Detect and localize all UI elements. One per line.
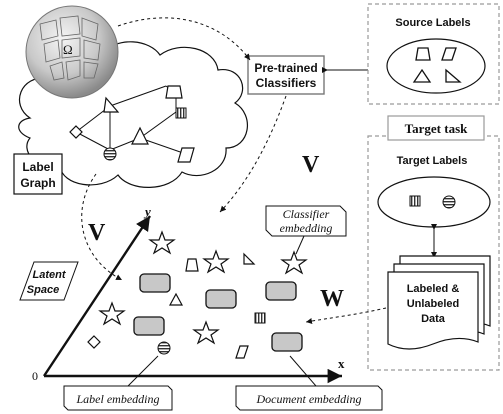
document-embedding-4 — [133, 316, 165, 336]
graph-node-triangle — [103, 96, 120, 113]
pretrained-classifiers-box: Pre-trained Classifiers — [247, 55, 325, 95]
star-embedding-1 — [148, 230, 176, 255]
label-embedding-parallelogram — [235, 345, 249, 359]
axis-x-label: x — [338, 356, 345, 371]
latent-line1: Latent — [33, 269, 67, 281]
source-triangle — [412, 68, 432, 83]
arrow-data-to-space — [305, 307, 387, 324]
star-embedding-2 — [202, 249, 230, 274]
arrow-classifiers-to-space — [219, 95, 287, 213]
arrow-graph-to-space — [81, 173, 123, 281]
data-line3: Data — [421, 313, 446, 325]
classifiers-line2: Classifiers — [256, 76, 317, 90]
arrow-globe-to-classifiers — [117, 17, 251, 61]
star-embedding-4 — [98, 301, 126, 326]
source-labels-title: Source Labels — [395, 17, 470, 29]
document-embedding-2 — [205, 289, 237, 309]
label-embedding-trapezoid — [185, 258, 199, 272]
document-embedding-callout: Document embedding — [235, 355, 383, 411]
matrix-w: W — [320, 286, 344, 312]
graph-node-parallelogram — [177, 147, 195, 163]
source-labels-panel: Source Labels — [367, 3, 500, 105]
label-embedding-right-triangle — [243, 252, 256, 265]
document-embedding-3 — [265, 281, 297, 301]
wikipedia-globe-icon: Ω — [25, 5, 119, 99]
document-embedding-text: Document embedding — [256, 392, 362, 406]
label-embedding-striped-circle — [157, 341, 171, 355]
latent-line2: Space — [27, 284, 59, 296]
source-parallelogram — [441, 47, 457, 61]
label-embedding-callout: Label embedding — [63, 355, 173, 411]
star-embedding-5 — [192, 320, 220, 345]
label-embedding-diamond — [87, 335, 101, 349]
classifier-embedding-callout: Classifier embedding — [265, 205, 347, 255]
target-labels-title: Target Labels — [397, 155, 468, 167]
data-line1: Labeled & — [407, 283, 460, 295]
classifier-embedding-line1: Classifier — [283, 207, 330, 221]
target-task-tab — [387, 115, 485, 141]
axis-y-label: y — [143, 204, 151, 219]
label-graph-line1: Label — [22, 160, 53, 174]
target-task-label: Target task — [405, 121, 468, 136]
source-trapezoid — [415, 47, 431, 61]
graph-node-trapezoid — [165, 85, 183, 99]
label-graph-box: Label Graph — [13, 153, 63, 195]
label-graph-line2: Graph — [20, 176, 55, 190]
latent-axes — [42, 215, 342, 384]
latent-space-label: Latent Space — [19, 261, 79, 301]
label-embedding-striped-square — [254, 312, 266, 324]
matrix-v-left: V — [88, 220, 106, 246]
label-embedding-triangle — [168, 292, 184, 306]
data-line2: Unlabeled — [407, 298, 460, 310]
graph-node-striped-circle — [103, 147, 117, 161]
classifier-embedding-line2: embedding — [280, 221, 333, 235]
star-embedding-3 — [280, 250, 308, 275]
target-striped-square — [409, 195, 421, 207]
target-striped-circle — [442, 195, 456, 209]
graph-node-triangle-2 — [131, 126, 149, 145]
source-right-triangle — [445, 68, 462, 83]
graph-node-diamond — [69, 125, 83, 139]
label-embedding-text: Label embedding — [76, 392, 160, 406]
document-embedding-1 — [139, 273, 171, 293]
classifiers-line1: Pre-trained — [254, 61, 317, 75]
document-embedding-5 — [271, 332, 303, 352]
document-stack: Labeled & Unlabeled Data — [387, 255, 491, 350]
graph-node-striped-square — [175, 107, 187, 119]
matrix-v-top: V — [302, 152, 320, 178]
axis-origin-label: 0 — [32, 369, 38, 383]
globe-glyph: Ω — [63, 42, 73, 57]
